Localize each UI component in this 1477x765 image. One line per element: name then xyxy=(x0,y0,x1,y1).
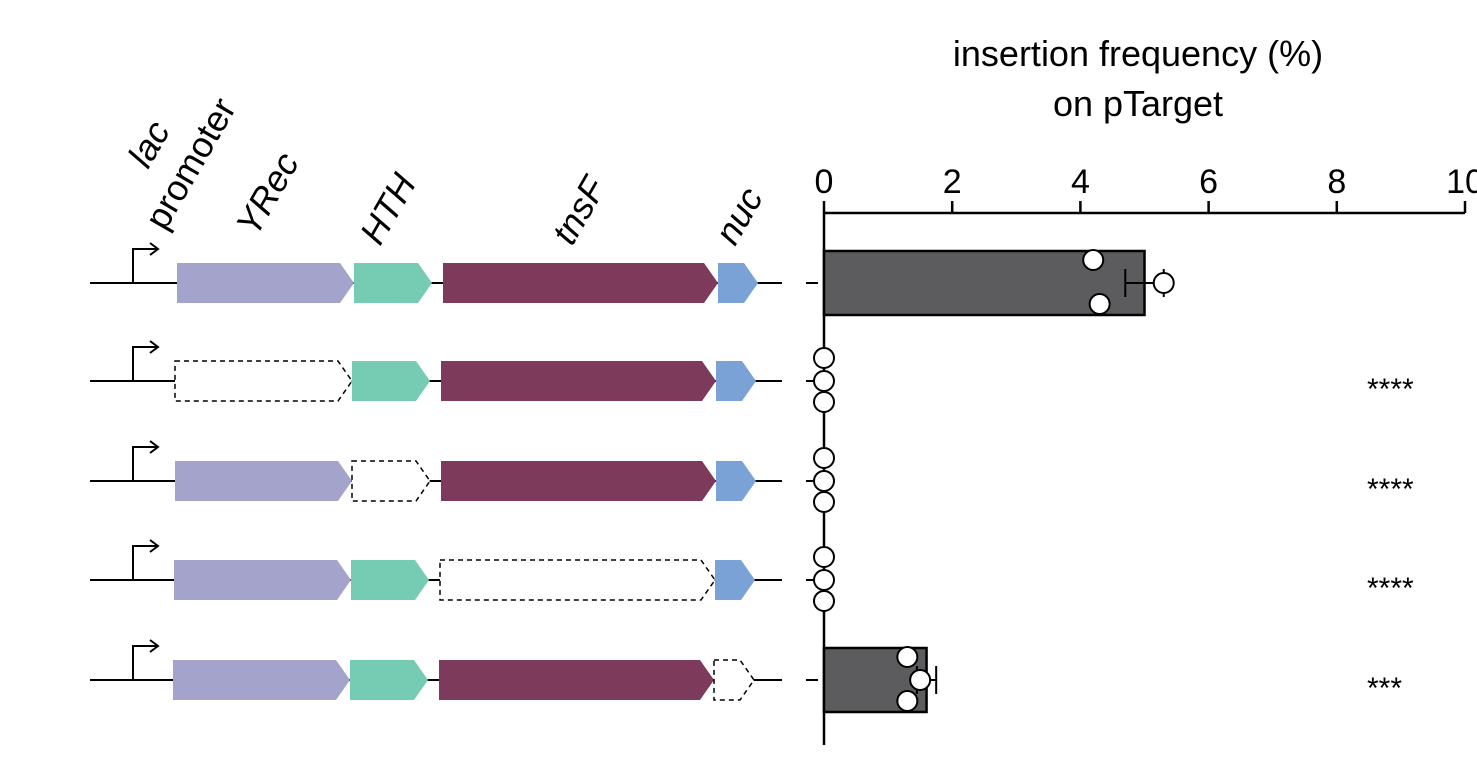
construct-row xyxy=(90,340,782,402)
x-tick-label: 0 xyxy=(815,163,834,201)
significance-label: **** xyxy=(1367,572,1414,605)
x-tick-label: 10 xyxy=(1446,163,1477,201)
data-point xyxy=(1082,249,1105,271)
significance-label: *** xyxy=(1367,672,1402,705)
data-point xyxy=(813,491,835,513)
data-point xyxy=(909,669,932,691)
construct-row xyxy=(90,539,782,601)
data-point xyxy=(813,546,835,568)
yrec-gene xyxy=(177,263,354,303)
significance-label: **** xyxy=(1367,373,1414,406)
promoter-arrow-head xyxy=(149,539,160,553)
x-tick-label: 8 xyxy=(1327,163,1346,201)
yrec-gene xyxy=(175,461,352,501)
tnsf-gene xyxy=(439,660,714,700)
data-point xyxy=(813,590,835,612)
data-point xyxy=(1088,293,1111,315)
promoter-arrow-head xyxy=(149,639,160,653)
data-point xyxy=(896,646,919,668)
hth-gene xyxy=(351,560,429,600)
label-nuc: nuc xyxy=(706,180,771,251)
x-tick-label: 6 xyxy=(1199,163,1218,201)
yrec-gene-deleted xyxy=(174,360,353,402)
data-point xyxy=(813,370,835,392)
nuc-gene xyxy=(718,263,758,303)
data-point xyxy=(813,470,835,492)
promoter-arrow xyxy=(132,645,157,680)
promoter-arrow-head xyxy=(149,340,160,354)
x-tick-label: 2 xyxy=(943,163,962,201)
data-point xyxy=(813,569,835,591)
nuc-gene-deleted xyxy=(713,659,755,701)
promoter-arrow-head xyxy=(149,242,160,256)
nuc-gene xyxy=(716,361,756,401)
nuc-gene xyxy=(716,461,756,501)
promoter-arrow xyxy=(132,248,157,283)
label-tnsf: tnsF xyxy=(543,168,615,251)
hth-gene-deleted xyxy=(351,460,431,502)
label-hth: HTH xyxy=(351,166,424,251)
construct-row xyxy=(90,639,782,701)
promoter-arrow xyxy=(132,545,157,580)
tnsf-gene xyxy=(441,361,716,401)
yrec-gene xyxy=(174,560,351,600)
tnsf-gene xyxy=(441,461,716,501)
hth-gene xyxy=(350,660,428,700)
tnsf-gene-deleted xyxy=(439,559,716,601)
chart-title: insertion frequency (%) xyxy=(953,33,1323,74)
hth-gene xyxy=(354,263,432,303)
yrec-gene xyxy=(173,660,350,700)
promoter-arrow-head xyxy=(149,440,160,454)
data-point xyxy=(813,391,835,413)
hth-gene xyxy=(352,361,430,401)
nuc-gene xyxy=(715,560,755,600)
promoter-arrow xyxy=(132,446,157,481)
chart-subtitle: on pTarget xyxy=(1053,83,1223,124)
significance-label: **** xyxy=(1367,473,1414,506)
gene-labels: lac promoter YRec HTH tnsF nuc xyxy=(119,91,771,251)
label-yrec: YRec xyxy=(227,145,307,242)
construct-row xyxy=(90,242,782,303)
construct-row xyxy=(90,440,782,502)
data-point xyxy=(813,347,835,369)
tnsf-gene xyxy=(443,263,718,303)
data-point xyxy=(813,447,835,469)
promoter-arrow xyxy=(132,346,157,381)
x-tick-label: 4 xyxy=(1071,163,1090,201)
data-point xyxy=(1152,272,1175,294)
construct-diagrams xyxy=(90,242,782,701)
data-point xyxy=(896,690,919,712)
